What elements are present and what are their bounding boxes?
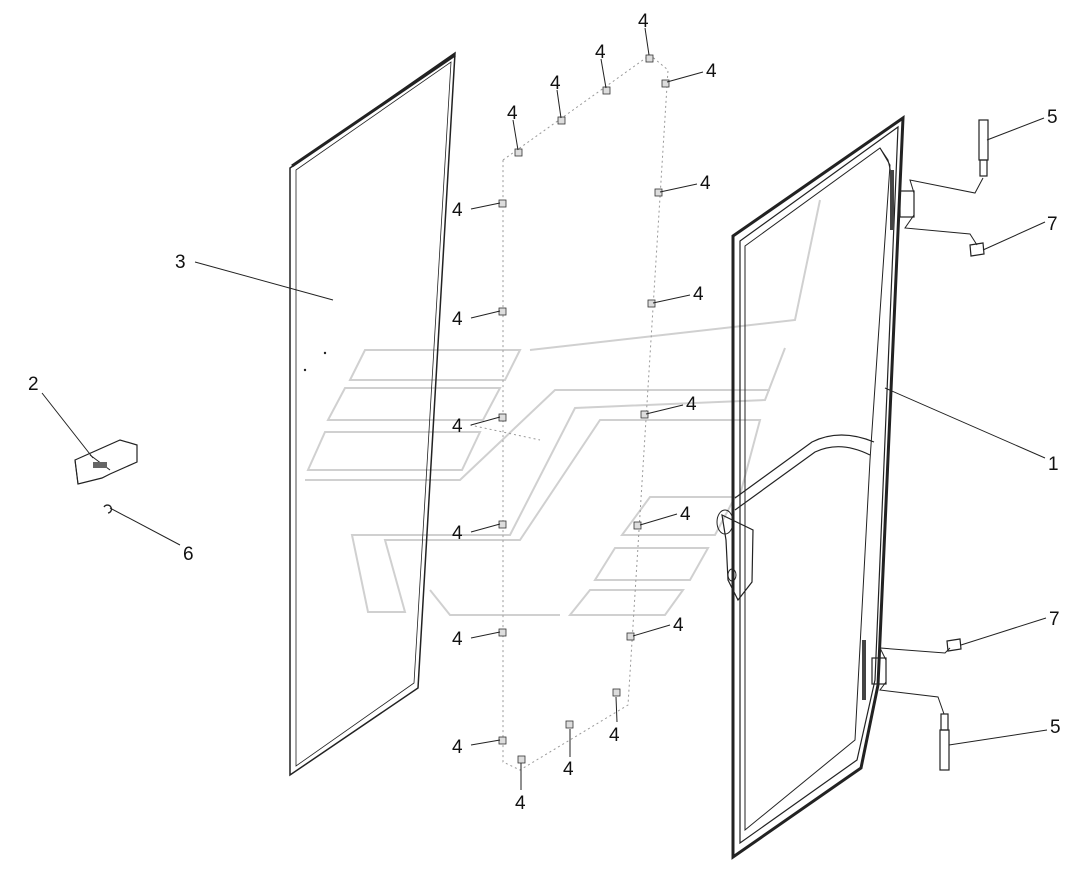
leader-lines [41, 27, 1048, 790]
callout-4: 4 [452, 416, 463, 437]
clip [565, 720, 574, 729]
door-frame [716, 115, 915, 860]
bushing-top [969, 242, 985, 257]
callout-1: 1 [1048, 454, 1059, 475]
retaining-ring [103, 504, 113, 514]
callout-2: 2 [28, 374, 39, 395]
callout-4: 4 [452, 737, 463, 758]
callout-4: 4 [452, 200, 463, 221]
clip [557, 116, 566, 125]
callout-4: 4 [452, 523, 463, 544]
glass-pane [289, 51, 456, 777]
callout-5-bottom: 5 [1050, 717, 1061, 738]
clip [654, 188, 663, 197]
hinge-pin-bottom [939, 713, 950, 771]
clip [517, 755, 526, 764]
clip-group [498, 54, 670, 764]
clip [612, 688, 621, 697]
callouts: 1 2 3 6 5 5 7 7 4 4 4 4 4 4 4 4 4 4 4 4 … [28, 11, 1061, 814]
clip [498, 736, 507, 745]
callout-4: 4 [507, 103, 518, 124]
callout-4: 4 [686, 394, 697, 415]
clip [626, 632, 635, 641]
callout-7-bottom: 7 [1049, 609, 1060, 630]
callout-4: 4 [452, 629, 463, 650]
callout-3: 3 [175, 252, 186, 273]
clip [645, 54, 654, 63]
clip [661, 79, 670, 88]
clip [647, 299, 656, 308]
callout-4: 4 [680, 504, 691, 525]
callout-4: 4 [595, 42, 606, 63]
clip [633, 521, 642, 530]
callout-4: 4 [700, 173, 711, 194]
bushing-bottom [946, 638, 962, 652]
hinge-pin-top [978, 119, 989, 177]
callout-7-top: 7 [1047, 214, 1058, 235]
clip [602, 86, 611, 95]
callout-4: 4 [452, 309, 463, 330]
callout-4: 4 [693, 284, 704, 305]
callout-4: 4 [706, 61, 717, 82]
clip [514, 148, 523, 157]
callout-5-top: 5 [1047, 107, 1058, 128]
clip [640, 410, 649, 419]
clip-outline [469, 54, 669, 771]
callout-4: 4 [563, 759, 574, 780]
callout-6: 6 [183, 544, 194, 565]
callout-4: 4 [609, 725, 620, 746]
callout-4: 4 [515, 793, 526, 814]
callout-4: 4 [550, 73, 561, 94]
callout-4: 4 [673, 615, 684, 636]
watermark-logo [305, 199, 821, 616]
handle [74, 439, 138, 485]
callout-4: 4 [638, 11, 649, 32]
assembly-guides [879, 177, 984, 715]
